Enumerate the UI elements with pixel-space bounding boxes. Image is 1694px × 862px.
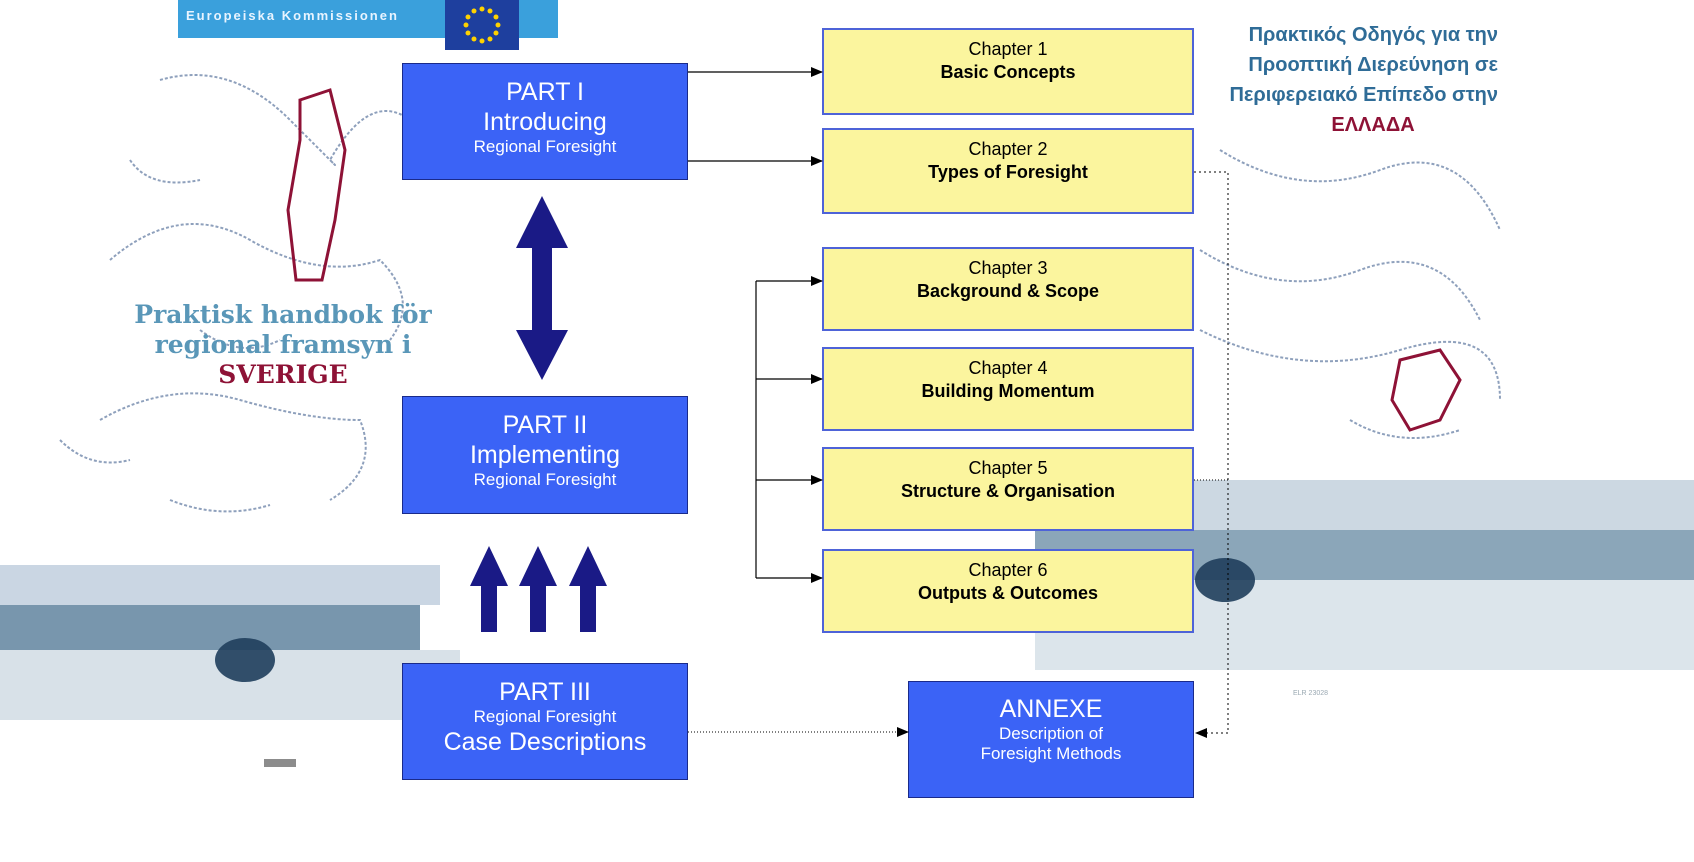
greek-title-country: ΕΛΛΑΔΑ [1331, 114, 1415, 136]
chapter-2-number: Chapter 2 [968, 139, 1048, 159]
chapter-6-box: Chapter 6 Outputs & Outcomes [822, 549, 1194, 633]
annexe-box: ANNEXE Description of Foresight Methods [908, 681, 1194, 798]
greek-title-line2: Προοπτική Διερεύνηση σε [1248, 54, 1498, 76]
chapter-6-title: Outputs & Outcomes [917, 583, 1098, 603]
chapter-5-number: Chapter 5 [968, 458, 1048, 478]
part-3-box: PART III Regional Foresight Case Descrip… [402, 663, 688, 780]
greece-map-shape [1390, 348, 1462, 432]
chapter-1-title: Basic Concepts [940, 62, 1076, 82]
part-1-label: PART I [506, 78, 584, 106]
chapter-4-title: Building Momentum [921, 381, 1095, 401]
chapter-1-number: Chapter 1 [968, 39, 1048, 59]
swedish-title-line2: regional framsyn i [154, 330, 412, 359]
part-2-label: PART II [502, 411, 588, 439]
greek-cover-code: ELR 23028 [1293, 690, 1329, 697]
part-2-subtitle: Implementing [469, 441, 621, 469]
chapter-2-box: Chapter 2 Types of Foresight [822, 128, 1194, 214]
sweden-map-shape [286, 88, 347, 282]
chapter-5-box: Chapter 5 Structure & Organisation [822, 447, 1194, 531]
swedish-title-line1: Praktisk handbok för [134, 300, 432, 329]
commission-label: Europeiska Kommissionen [186, 8, 399, 23]
part-2-box: PART II Implementing Regional Foresight [402, 396, 688, 514]
eu-flag-icon [445, 0, 519, 50]
horizon-streaks-left [0, 565, 460, 720]
greek-title-line1: Πρακτικός Οδηγός για την [1248, 24, 1498, 46]
annexe-line1: Description of [999, 724, 1103, 743]
gray-bar [264, 759, 296, 767]
greek-cover-title: Πρακτικός Οδηγός για την Προοπτική Διερε… [1128, 20, 1498, 140]
chapter-6-number: Chapter 6 [968, 560, 1048, 580]
part-1-topic: Regional Foresight [473, 137, 617, 156]
chapter-4-number: Chapter 4 [968, 358, 1048, 378]
part-1-subtitle: Introducing [483, 108, 607, 136]
chapter-3-box: Chapter 3 Background & Scope [822, 247, 1194, 331]
chapter-3-title: Background & Scope [916, 281, 1100, 301]
arrow-chapters-annexe [1194, 171, 1229, 738]
chapter-4-box: Chapter 4 Building Momentum [822, 347, 1194, 431]
chapter-3-number: Chapter 3 [968, 258, 1048, 278]
part-1-box: PART I Introducing Regional Foresight [402, 63, 688, 180]
annexe-line2: Foresight Methods [980, 744, 1122, 763]
swedish-cover-title: Praktisk handbok för regional framsyn i … [118, 300, 448, 390]
chapter-5-title: Structure & Organisation [900, 481, 1116, 501]
swedish-title-country: SVERIGE [218, 360, 348, 389]
part-3-label: PART III [499, 678, 591, 706]
part-3-topic: Regional Foresight [473, 707, 617, 726]
part-2-topic: Regional Foresight [473, 470, 617, 489]
europe-map-left [59, 74, 411, 513]
double-arrow-part1-part2 [516, 196, 568, 380]
part-3-subtitle: Case Descriptions [443, 728, 647, 756]
europe-map-right [1199, 149, 1501, 439]
greek-title-line3: Περιφερειακό Επίπεδο στην [1229, 84, 1498, 106]
eu-stars-icon [463, 6, 501, 44]
chapter-2-title: Types of Foresight [928, 162, 1088, 182]
annexe-title: ANNEXE [999, 695, 1103, 723]
chapter-1-box: Chapter 1 Basic Concepts [822, 28, 1194, 115]
up-arrows-part3-part2 [470, 546, 607, 632]
